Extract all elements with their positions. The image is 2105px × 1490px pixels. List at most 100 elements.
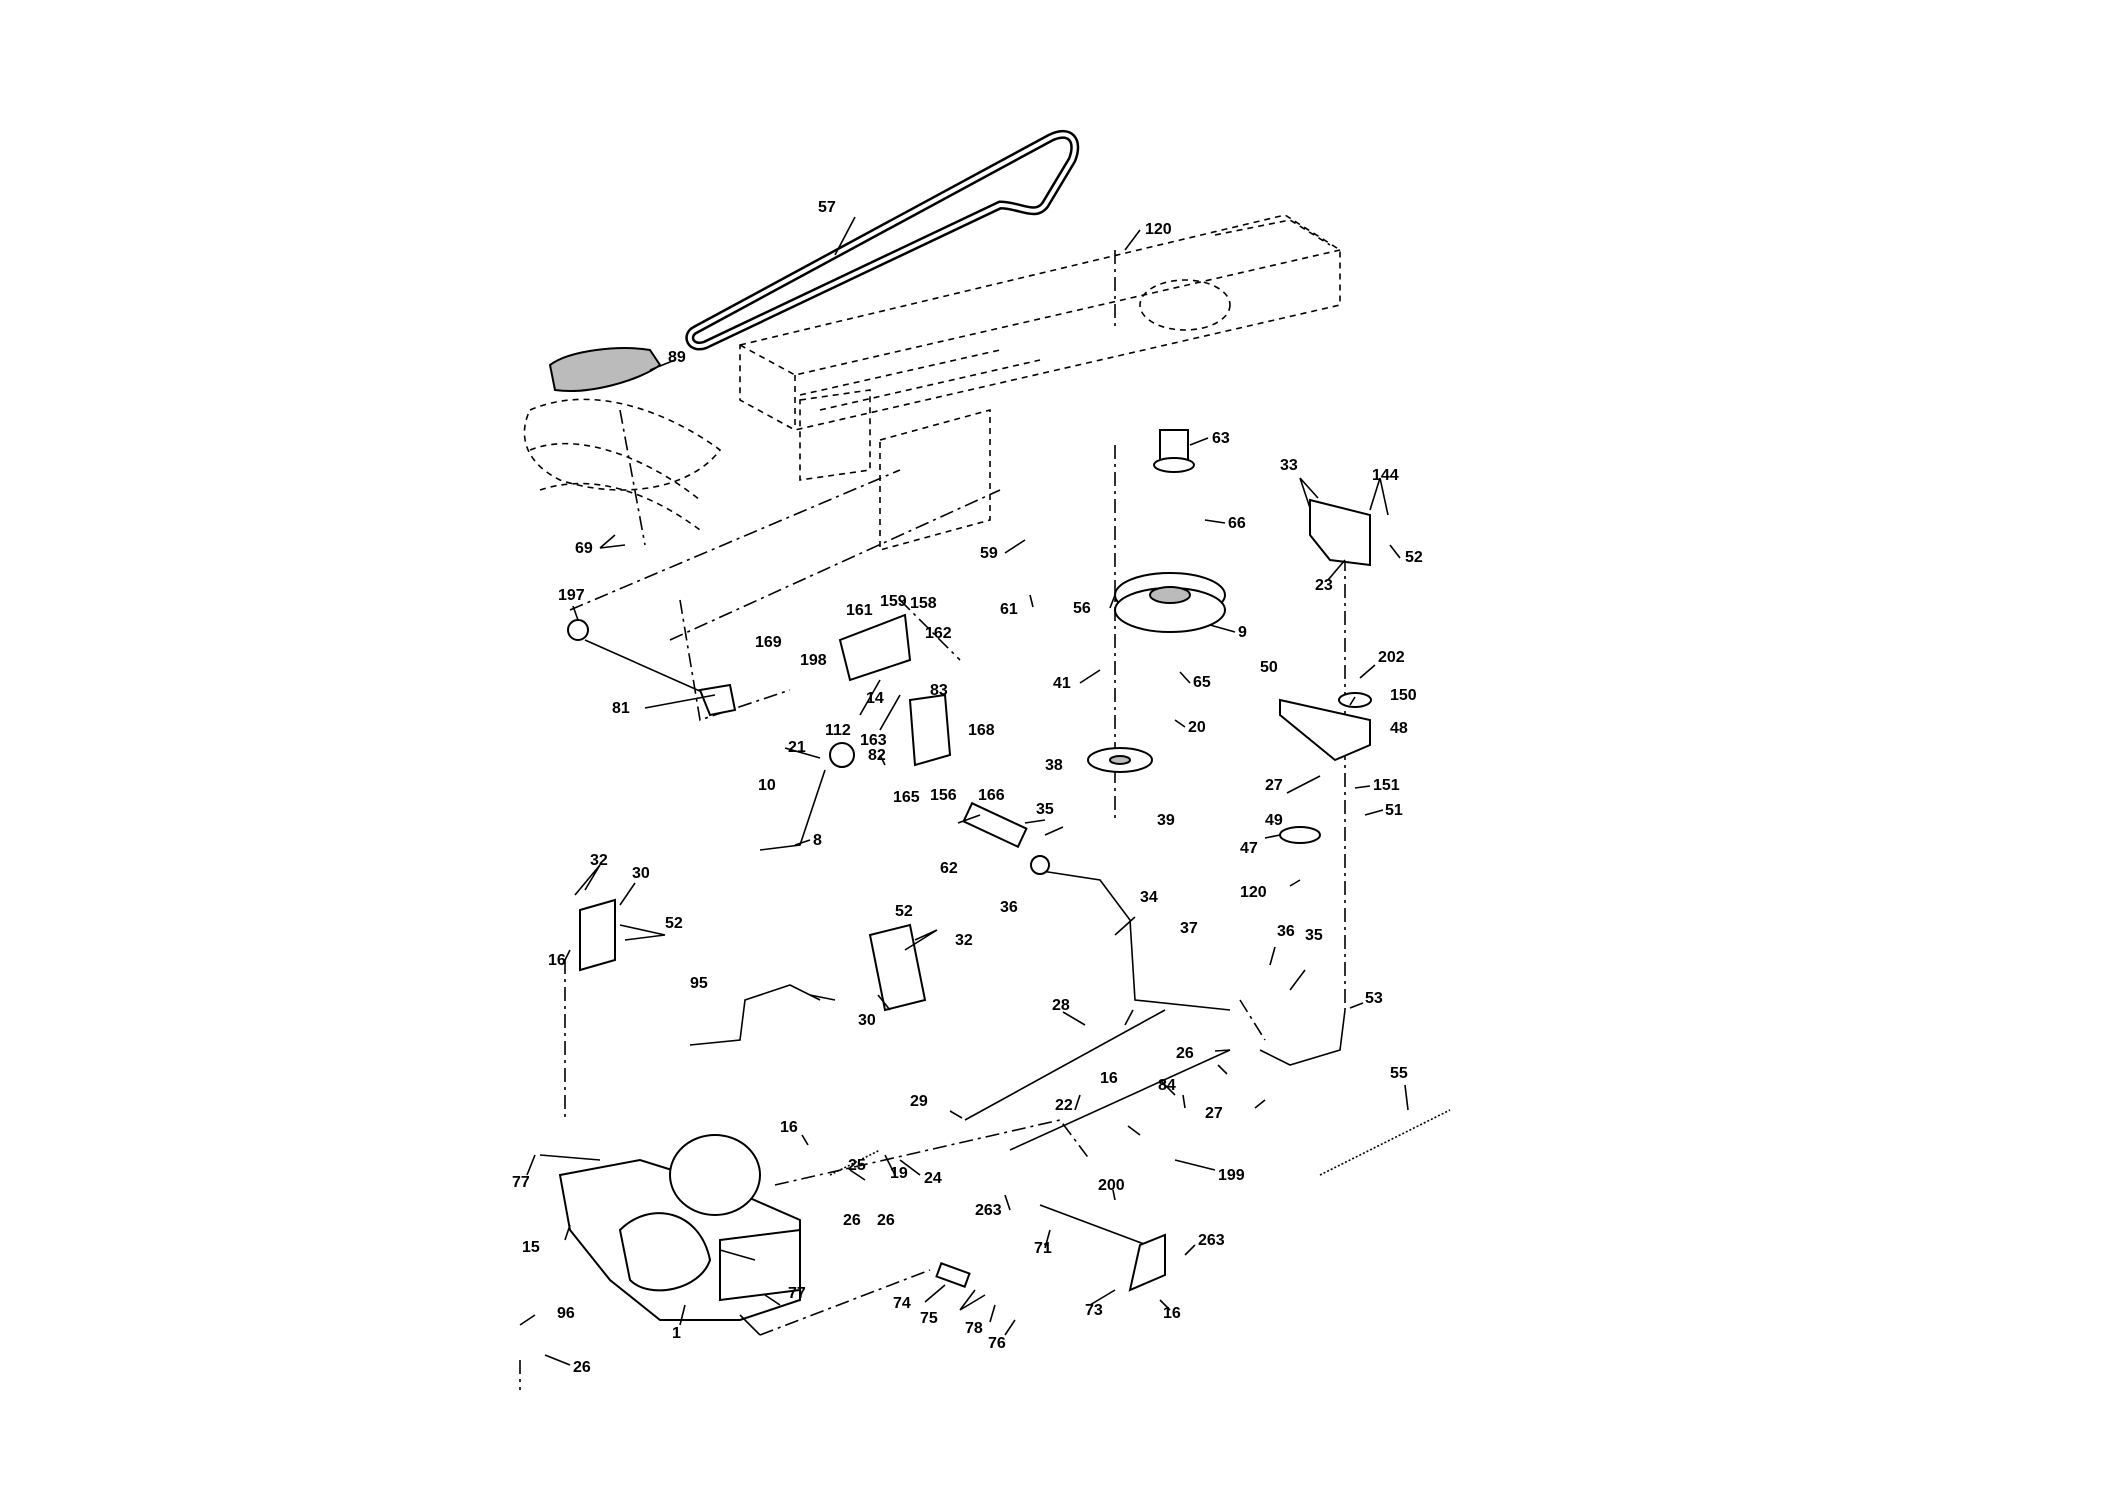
callout-label: 27 [1265,777,1283,794]
callout-label: 65 [1193,674,1211,691]
callout-label: 52 [1405,549,1423,566]
callout-label: 33 [1280,457,1298,474]
callout-label: 9 [1238,624,1247,641]
callout-label: 26 [843,1212,861,1229]
callout-label: 25 [848,1157,866,1174]
callout-label: 81 [612,700,630,717]
callout-label: 78 [965,1320,983,1337]
callout-label: 28 [1052,997,1070,1014]
callout-label: 35 [1305,927,1323,944]
callout-label: 151 [1373,777,1400,794]
callout-label: 77 [512,1174,530,1191]
callout-label: 96 [557,1305,575,1322]
callout-label: 66 [1228,515,1246,532]
callout-label: 263 [975,1202,1002,1219]
callout-label: 36 [1000,899,1018,916]
fender-pan [548,347,662,392]
callout-label: 57 [818,199,836,216]
callout-label: 76 [988,1335,1006,1352]
callout-label: 83 [930,682,948,699]
callout-label: 77 [788,1285,806,1302]
callout-label: 34 [1140,889,1158,906]
callout-label: 32 [955,932,973,949]
callout-label: 20 [1188,719,1206,736]
callout-label: 59 [980,545,998,562]
callout-label: 156 [930,787,957,804]
callout-label: 49 [1265,812,1283,829]
assembly-lines [519,250,1346,1390]
callout-label: 26 [1176,1045,1194,1062]
callout-label: 200 [1098,1177,1125,1194]
callout-label: 84 [1158,1077,1176,1094]
callout-label: 1 [672,1325,681,1342]
callout-label: 168 [968,722,995,739]
callout-label: 35 [1036,801,1054,818]
callout-label: 16 [1163,1305,1181,1322]
parts [539,429,1451,1336]
callout-label: 95 [690,975,708,992]
callout-label: 16 [1100,1070,1118,1087]
callout-label: 26 [877,1212,895,1229]
callout-label: 21 [788,739,806,756]
callout-label: 29 [910,1093,928,1110]
callout-label: 75 [920,1310,938,1327]
callout-label: 36 [1277,923,1295,940]
callout-label: 10 [758,777,776,794]
callout-label: 8 [813,832,822,849]
callout-label: 23 [1315,577,1333,594]
callout-label: 47 [1240,840,1258,857]
callout-label: 27 [1205,1105,1223,1122]
callout-label: 30 [632,865,650,882]
callout-label: 263 [1198,1232,1225,1249]
callout-label: 169 [755,634,782,651]
callout-label: 62 [940,860,958,877]
callout-label: 202 [1378,649,1405,666]
callout-label: 166 [978,787,1005,804]
callout-label: 74 [893,1295,911,1312]
callout-label: 163 [860,732,887,749]
callout-label: 73 [1085,1302,1103,1319]
callout-label: 26 [573,1359,591,1376]
callout-label: 16 [780,1119,798,1136]
callout-label: 161 [846,602,873,619]
callout-label: 30 [858,1012,876,1029]
callout-label: 16 [548,952,566,969]
callout-leaders [519,216,1409,1366]
callout-label: 162 [925,625,952,642]
callout-label: 63 [1212,430,1230,447]
callout-label: 120 [1145,221,1172,238]
callout-label: 198 [800,652,827,669]
callout-label: 39 [1157,812,1175,829]
callout-label: 56 [1073,600,1091,617]
callout-label: 199 [1218,1167,1245,1184]
callout-label: 158 [910,595,937,612]
callout-label: 89 [668,349,686,366]
callout-label: 19 [890,1165,908,1182]
callout-label: 38 [1045,757,1063,774]
callout-label: 197 [558,587,585,604]
callout-label: 15 [522,1239,540,1256]
callout-label: 52 [665,915,683,932]
callout-labels: 57 120 89 63 33 144 66 69 59 52 23 197 1… [512,199,1423,1376]
callout-label: 165 [893,789,920,806]
callout-label: 55 [1390,1065,1408,1082]
chassis-frame [523,214,1341,552]
callout-label: 24 [924,1170,942,1187]
callout-label: 144 [1372,467,1399,484]
callout-label: 53 [1365,990,1383,1007]
callout-label: 52 [895,903,913,920]
callout-label: 50 [1260,659,1278,676]
callout-label: 48 [1390,720,1408,737]
callout-label: 14 [866,690,884,707]
callout-label: 37 [1180,920,1198,937]
callout-label: 82 [868,747,886,764]
callout-label: 69 [575,540,593,557]
callout-label: 112 [825,722,851,739]
callout-label: 32 [590,852,608,869]
callout-label: 159 [880,593,907,610]
callout-label: 71 [1034,1240,1052,1257]
callout-label: 61 [1000,601,1018,618]
callout-label: 41 [1053,675,1071,692]
drive-belt [685,129,1080,351]
